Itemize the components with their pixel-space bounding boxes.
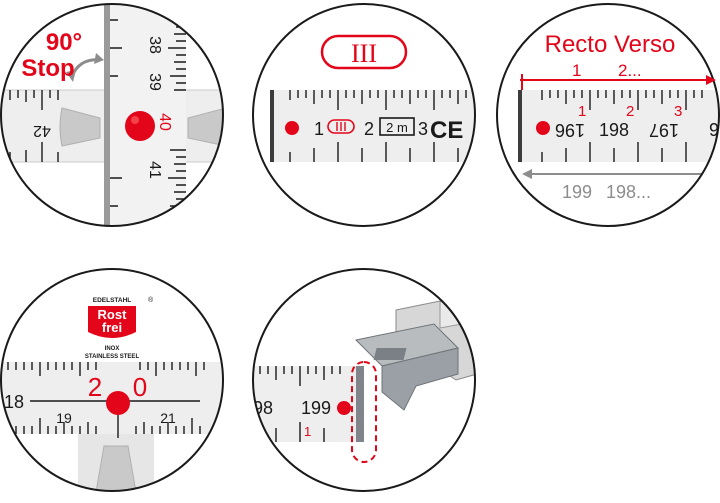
stop-cutout-right	[187, 107, 223, 147]
horizontal-ruler-number: 42	[33, 122, 51, 139]
metal-end-fitting	[354, 291, 475, 411]
vertical-ruler-number: 39	[146, 73, 163, 91]
scale-number: 2	[364, 119, 374, 139]
red-index: 1	[304, 424, 311, 439]
svg-text:®: ®	[148, 296, 154, 304]
back-label: 199	[562, 182, 592, 202]
length-box-label: 2 m	[386, 120, 408, 135]
forward-label: 1	[572, 61, 581, 80]
class-badge-label: III	[351, 39, 377, 68]
red-dot-marker	[337, 401, 351, 415]
vertical-ruler-number: 41	[146, 161, 163, 179]
scale-number: 196	[555, 120, 585, 140]
svg-text:Rost: Rost	[98, 307, 128, 322]
highlight-dashed-outline	[351, 361, 377, 463]
panel-class-iii: 1 2 2 m 3 CE III	[244, 0, 484, 240]
red-dot-marker	[125, 111, 155, 141]
red-index: 3	[674, 103, 682, 120]
panel-stainless-steel: 18 2 0 19 21 EDELSTAHL ® Rost frei INOX …	[0, 262, 240, 503]
big-digit: 0	[133, 372, 147, 402]
scale-number: 18	[4, 392, 24, 412]
recto-verso-title: Recto Verso	[545, 31, 676, 58]
svg-text:STAINLESS STEEL: STAINLESS STEEL	[85, 354, 140, 360]
red-dot-marker	[106, 391, 130, 415]
panel-recto-verso: 1 2 3 196 198 197 9 199 198... Recto Ver…	[488, 0, 720, 240]
red-dot-marker	[285, 121, 299, 135]
ce-mark: CE	[430, 117, 463, 144]
forward-label: 2...	[618, 61, 642, 80]
length-box	[379, 117, 415, 136]
big-digit: 2	[88, 372, 102, 402]
scale-number: 21	[160, 410, 176, 426]
svg-text:frei: frei	[102, 320, 122, 335]
accuracy-symbol-icon	[327, 119, 355, 134]
back-label: 198...	[606, 182, 651, 202]
vertical-ruler-number: 38	[146, 36, 163, 54]
scale-number: 1	[314, 119, 324, 139]
panel-90-stop: 42 38 39 40 41	[0, 0, 240, 240]
vertical-ruler-number-red: 40	[156, 113, 173, 131]
scale-number: 9	[709, 120, 719, 140]
class-badge	[320, 34, 408, 70]
scale-number: 3	[418, 119, 428, 139]
vertical-ruler-shadow	[104, 4, 110, 226]
red-index: 1	[578, 103, 586, 120]
stop-title-line1: 90°	[46, 29, 82, 56]
ruler-strip	[270, 90, 475, 162]
stop-title-line2: Stop	[21, 55, 74, 82]
scale-number: 199	[301, 398, 331, 418]
red-index: 2	[626, 103, 634, 120]
scale-number: 197	[649, 120, 679, 140]
rostfrei-logo: EDELSTAHL ® Rost frei INOX STAINLESS STE…	[85, 296, 154, 360]
svg-text:INOX: INOX	[105, 346, 120, 352]
panel-end-piece: 198 199 1 1	[244, 262, 484, 503]
scale-number: 19	[56, 410, 72, 426]
stop-cutout	[95, 445, 137, 491]
scale-number: 198	[599, 120, 629, 140]
svg-text:EDELSTAHL: EDELSTAHL	[93, 297, 132, 304]
metal-end-cap	[356, 366, 364, 442]
red-dot-marker	[536, 121, 550, 135]
stop-cutout-left	[59, 107, 101, 147]
